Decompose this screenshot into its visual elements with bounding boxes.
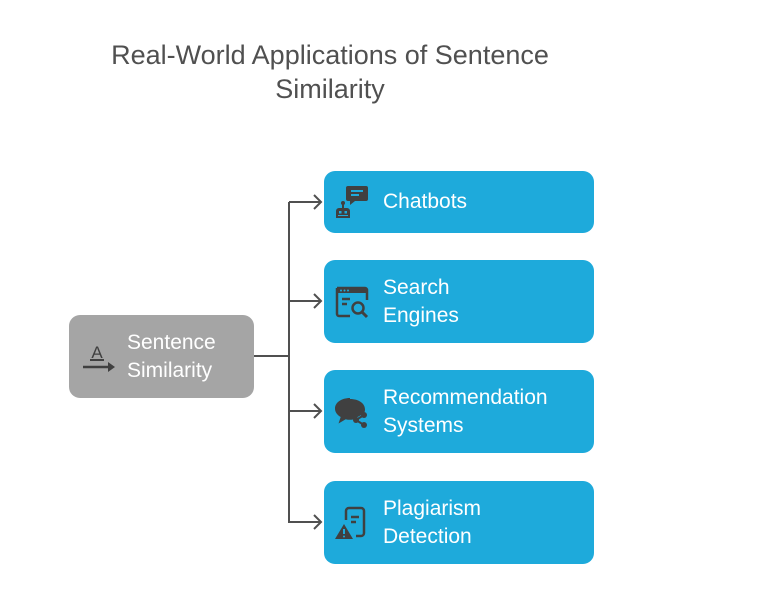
diagram-title: Real-World Applications of Sentence Simi…	[111, 40, 549, 104]
node-recommendation-systems: Recommendation Systems	[324, 370, 594, 453]
chatbot-icon	[334, 184, 370, 220]
arrowhead	[313, 514, 323, 530]
document-warning-icon	[334, 505, 370, 541]
chat-share-icon	[334, 394, 370, 430]
node-search-engines: Search Engines	[324, 260, 594, 343]
arrowhead	[313, 293, 323, 309]
chatbots-label: Chatbots	[383, 190, 468, 213]
recommendation-systems-label: Recommendation Systems	[383, 385, 548, 437]
search-engines-label: Search Engines	[383, 275, 459, 327]
plagiarism-detection-label: Plagiarism Detection	[383, 496, 482, 548]
root-node-sentence-similarity: A Sentence Similarity	[69, 315, 254, 398]
svg-text:A: A	[91, 343, 103, 362]
text-direction-icon: A	[79, 337, 119, 377]
arrowhead	[313, 403, 323, 419]
node-chatbots: Chatbots	[324, 171, 594, 233]
node-plagiarism-detection: Plagiarism Detection	[324, 481, 594, 564]
arrowhead	[313, 194, 323, 210]
search-window-icon	[334, 284, 370, 320]
root-label: Sentence Similarity	[127, 330, 216, 382]
